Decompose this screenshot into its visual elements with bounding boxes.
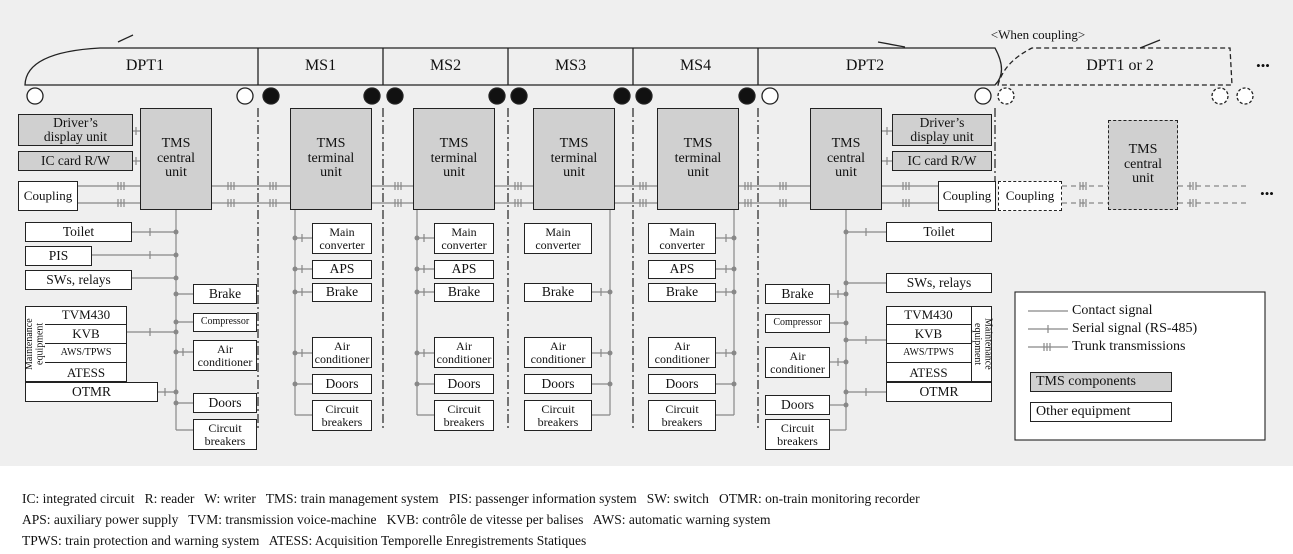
circuit-breakers-ms2: Circuit breakers: [434, 400, 494, 431]
footnote-line: IC: integrated circuit R: reader W: writ…: [22, 491, 920, 506]
air-conditioner-dpt2: Air conditioner: [765, 347, 830, 378]
tms-terminal-unit-ms3: TMS terminal unit: [533, 108, 615, 210]
kvb-dpt1: KVB: [45, 325, 127, 344]
aps-ms1: APS: [312, 260, 372, 279]
toilet-dpt2: Toilet: [886, 222, 992, 242]
sws-relays-dpt2: SWs, relays: [886, 273, 992, 293]
air-conditioner-ms4: Air conditioner: [648, 337, 716, 368]
aws-tpws-dpt2: AWS/TPWS: [886, 344, 972, 363]
car-label-ms4: MS4: [679, 56, 712, 74]
maintenance-equipment-group-dpt1: [25, 306, 127, 382]
aps-ms4: APS: [648, 260, 716, 279]
footnotes: IC: integrated circuit R: reader W: writ…: [22, 488, 920, 551]
otmr-dpt2: OTMR: [886, 382, 992, 402]
car-label-ms2: MS2: [429, 56, 462, 74]
train-body-outline: [24, 47, 1003, 86]
sws-relays-dpt1: SWs, relays: [25, 270, 132, 290]
train-nose-dpt2-mark: [877, 41, 906, 48]
doors-ms3: Doors: [524, 374, 592, 394]
doors-ms4: Doors: [648, 374, 716, 394]
doors-dpt1: Doors: [193, 393, 257, 413]
main-converter-ms2: Main converter: [434, 223, 494, 254]
brake-ms2: Brake: [434, 283, 494, 302]
maintenance-equipment-label-dpt2: Maintenance equipment: [972, 318, 994, 370]
coupled-car-outline: [997, 47, 1233, 86]
legend-trunk-transmissions: Trunk transmissions: [1072, 338, 1186, 354]
tvm430-dpt2: TVM430: [886, 306, 972, 325]
continuation-ellipsis: •••: [1256, 58, 1270, 74]
tms-central-unit-dpt2: TMS central unit: [810, 108, 882, 210]
maintenance-equipment-label-dpt1: Maintenance equipment: [24, 306, 46, 382]
brake-dpt1: Brake: [193, 284, 257, 304]
coupling-note: <When coupling>: [990, 27, 1086, 43]
continuation-ellipsis: •••: [1260, 186, 1274, 202]
pis-dpt1: PIS: [25, 246, 92, 266]
drivers-display-unit-dpt2: Driver’s display unit: [892, 114, 992, 146]
train-nose-dpt1-mark: [117, 34, 134, 43]
tms-terminal-unit-ms2: TMS terminal unit: [413, 108, 495, 210]
brake-dpt2: Brake: [765, 284, 830, 304]
legend-other-equipment: Other equipment: [1030, 402, 1172, 422]
otmr-dpt1: OTMR: [25, 382, 158, 402]
tvm430-dpt1: TVM430: [45, 306, 127, 325]
footnote-line: TPWS: train protection and warning syste…: [22, 533, 587, 548]
circuit-breakers-dpt1: Circuit breakers: [193, 419, 257, 450]
car-label-dpt1: DPT1: [125, 56, 165, 74]
circuit-breakers-ms3: Circuit breakers: [524, 400, 592, 431]
aps-ms2: APS: [434, 260, 494, 279]
tms-central-unit-coupled: TMS central unit: [1108, 120, 1178, 210]
legend-serial-signal: Serial signal (RS-485): [1072, 320, 1198, 336]
brake-ms4: Brake: [648, 283, 716, 302]
car-label-coupled: DPT1 or 2: [1086, 56, 1154, 74]
car-label-dpt2: DPT2: [845, 56, 885, 74]
brake-ms3: Brake: [524, 283, 592, 302]
legend-tms-components: TMS components: [1030, 372, 1172, 392]
coupling-dpt2: Coupling: [938, 181, 996, 211]
circuit-breakers-ms4: Circuit breakers: [648, 400, 716, 431]
doors-ms1: Doors: [312, 374, 372, 394]
doors-dpt2: Doors: [765, 395, 830, 415]
tms-terminal-unit-ms4: TMS terminal unit: [657, 108, 739, 210]
main-converter-ms1: Main converter: [312, 223, 372, 254]
tms-terminal-unit-ms1: TMS terminal unit: [290, 108, 372, 210]
circuit-breakers-dpt2: Circuit breakers: [765, 419, 830, 450]
compressor-dpt1: Compressor: [193, 313, 257, 332]
toilet-dpt1: Toilet: [25, 222, 132, 242]
ic-card-rw-dpt2: IC card R/W: [892, 151, 992, 171]
doors-ms2: Doors: [434, 374, 494, 394]
drivers-display-unit-dpt1: Driver’s display unit: [18, 114, 133, 146]
car-label-ms1: MS1: [304, 56, 337, 74]
main-converter-ms3: Main converter: [524, 223, 592, 254]
coupling-coupled-car: Coupling: [998, 181, 1062, 211]
atess-dpt2: ATESS: [886, 363, 972, 382]
car-label-ms3: MS3: [554, 56, 587, 74]
atess-dpt1: ATESS: [66, 364, 106, 380]
ic-card-rw-dpt1: IC card R/W: [18, 151, 133, 171]
main-converter-ms4: Main converter: [648, 223, 716, 254]
brake-ms1: Brake: [312, 283, 372, 302]
aws-tpws-dpt1: AWS/TPWS: [45, 344, 127, 363]
kvb-dpt2: KVB: [886, 325, 972, 344]
maintenance-equipment-group-dpt2: [886, 306, 992, 382]
air-conditioner-dpt1: Air conditioner: [193, 340, 257, 371]
air-conditioner-ms1: Air conditioner: [312, 337, 372, 368]
air-conditioner-ms2: Air conditioner: [434, 337, 494, 368]
footnote-line: APS: auxiliary power supply TVM: transmi…: [22, 512, 771, 527]
coupling-dpt1: Coupling: [18, 181, 78, 211]
legend-contact-signal: Contact signal: [1072, 302, 1153, 318]
air-conditioner-ms3: Air conditioner: [524, 337, 592, 368]
circuit-breakers-ms1: Circuit breakers: [312, 400, 372, 431]
compressor-dpt2: Compressor: [765, 314, 830, 333]
tms-central-unit-dpt1: TMS central unit: [140, 108, 212, 210]
